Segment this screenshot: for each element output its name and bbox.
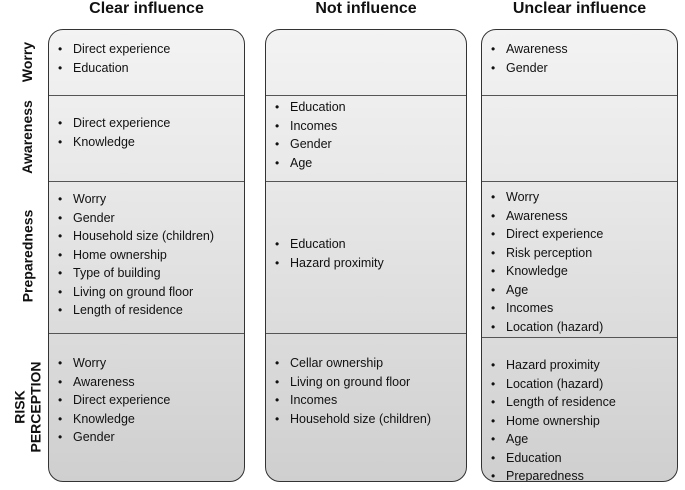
list-item: Location (hazard)	[482, 318, 677, 337]
cell-preparedness: EducationHazard proximity	[266, 181, 466, 333]
list-item: Hazard proximity	[482, 356, 677, 375]
list-item: Awareness	[482, 40, 677, 59]
list-item: Age	[266, 154, 466, 173]
list-item: Household size (children)	[266, 410, 466, 429]
bullet-list: EducationHazard proximity	[266, 235, 466, 272]
row-label-worry: Worry	[12, 29, 42, 94]
column-unclear-influence: AwarenessGenderWorryAwarenessDirect expe…	[481, 29, 678, 482]
list-item: Direct experience	[49, 114, 244, 133]
list-item: Awareness	[49, 373, 244, 392]
cell-worry	[266, 30, 466, 95]
list-item: Worry	[482, 188, 677, 207]
cell-preparedness: WorryAwarenessDirect experienceRisk perc…	[482, 181, 677, 337]
row-label-risk-perception: RISK PERCEPTION	[11, 332, 43, 482]
bullet-list: Hazard proximityLocation (hazard)Length …	[482, 356, 677, 481]
row-label-text: Worry	[19, 41, 36, 82]
cell-risk-perception: WorryAwarenessDirect experienceKnowledge…	[49, 333, 244, 481]
list-item: Worry	[49, 354, 244, 373]
row-label-line: PERCEPTION	[27, 361, 44, 453]
column-clear-influence: Direct experienceEducationDirect experie…	[48, 29, 245, 482]
list-item: Knowledge	[49, 410, 244, 429]
row-label-line: RISK	[11, 390, 28, 424]
list-item: Education	[266, 235, 466, 254]
row-label-preparedness: Preparedness	[12, 180, 42, 332]
cell-worry: Direct experienceEducation	[49, 30, 244, 95]
list-item: Knowledge	[482, 262, 677, 281]
list-item: Gender	[482, 59, 677, 78]
list-item: Risk perception	[482, 244, 677, 263]
list-item: Education	[266, 98, 466, 117]
list-item: Incomes	[266, 391, 466, 410]
bullet-list: WorryAwarenessDirect experienceKnowledge…	[49, 354, 244, 447]
list-item: Household size (children)	[49, 227, 244, 246]
bullet-list: Cellar ownershipLiving on ground floorIn…	[266, 354, 466, 428]
list-item: Cellar ownership	[266, 354, 466, 373]
bullet-list: EducationIncomesGenderAge	[266, 98, 466, 172]
list-item: Hazard proximity	[266, 254, 466, 273]
list-item: Education	[49, 59, 244, 78]
cell-awareness	[482, 95, 677, 181]
list-item: Age	[482, 430, 677, 449]
list-item: Awareness	[482, 207, 677, 226]
list-item: Home ownership	[49, 246, 244, 265]
list-item: Direct experience	[482, 225, 677, 244]
list-item: Age	[482, 281, 677, 300]
column-not-influence: EducationIncomesGenderAgeEducationHazard…	[265, 29, 467, 482]
bullet-list: Direct experienceEducation	[49, 40, 244, 77]
cell-risk-perception: Hazard proximityLocation (hazard)Length …	[482, 337, 677, 481]
row-label-text: Awareness	[19, 100, 35, 174]
cell-risk-perception: Cellar ownershipLiving on ground floorIn…	[266, 333, 466, 481]
list-item: Gender	[49, 209, 244, 228]
list-item: Home ownership	[482, 412, 677, 431]
row-label-text: Preparedness	[19, 209, 36, 303]
bullet-list: WorryAwarenessDirect experienceRisk perc…	[482, 188, 677, 336]
list-item: Gender	[266, 135, 466, 154]
list-item: Incomes	[266, 117, 466, 136]
bullet-list: Direct experienceKnowledge	[49, 114, 244, 151]
cell-awareness: Direct experienceKnowledge	[49, 95, 244, 181]
cell-worry: AwarenessGender	[482, 30, 677, 95]
list-item: Preparedness	[482, 467, 677, 481]
column-header-unclear: Unclear influence	[512, 0, 647, 17]
list-item: Location (hazard)	[482, 375, 677, 394]
row-label-awareness: Awareness	[12, 94, 42, 180]
bullet-list: WorryGenderHousehold size (children)Home…	[49, 190, 244, 320]
list-item: Living on ground floor	[49, 283, 244, 302]
list-item: Gender	[49, 428, 244, 447]
column-header-not: Not influence	[315, 0, 417, 17]
list-item: Living on ground floor	[266, 373, 466, 392]
bullet-list: AwarenessGender	[482, 40, 677, 77]
list-item: Direct experience	[49, 391, 244, 410]
list-item: Length of residence	[49, 301, 244, 320]
list-item: Worry	[49, 190, 244, 209]
list-item: Length of residence	[482, 393, 677, 412]
list-item: Education	[482, 449, 677, 468]
column-header-clear: Clear influence	[89, 0, 204, 17]
cell-awareness: EducationIncomesGenderAge	[266, 95, 466, 181]
list-item: Type of building	[49, 264, 244, 283]
cell-preparedness: WorryGenderHousehold size (children)Home…	[49, 181, 244, 333]
list-item: Direct experience	[49, 40, 244, 59]
list-item: Incomes	[482, 299, 677, 318]
row-label-text: RISK PERCEPTION	[11, 361, 43, 452]
list-item: Knowledge	[49, 133, 244, 152]
